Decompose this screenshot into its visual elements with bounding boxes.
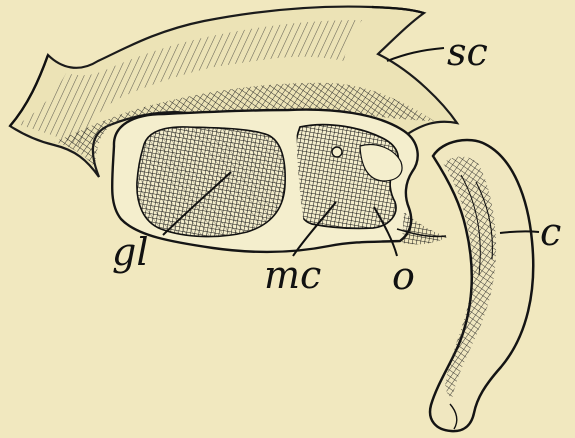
label-gl: gl bbox=[112, 233, 148, 271]
lower-shading bbox=[397, 212, 447, 244]
label-sc: sc bbox=[447, 33, 488, 71]
glenoid-cavity bbox=[137, 127, 285, 237]
coracoid-process bbox=[430, 140, 533, 431]
label-o: o bbox=[392, 257, 415, 295]
label-mc: mc bbox=[264, 256, 321, 294]
pointer-sc bbox=[387, 48, 444, 61]
label-c: c bbox=[540, 213, 561, 251]
middle-chamber bbox=[292, 125, 402, 229]
